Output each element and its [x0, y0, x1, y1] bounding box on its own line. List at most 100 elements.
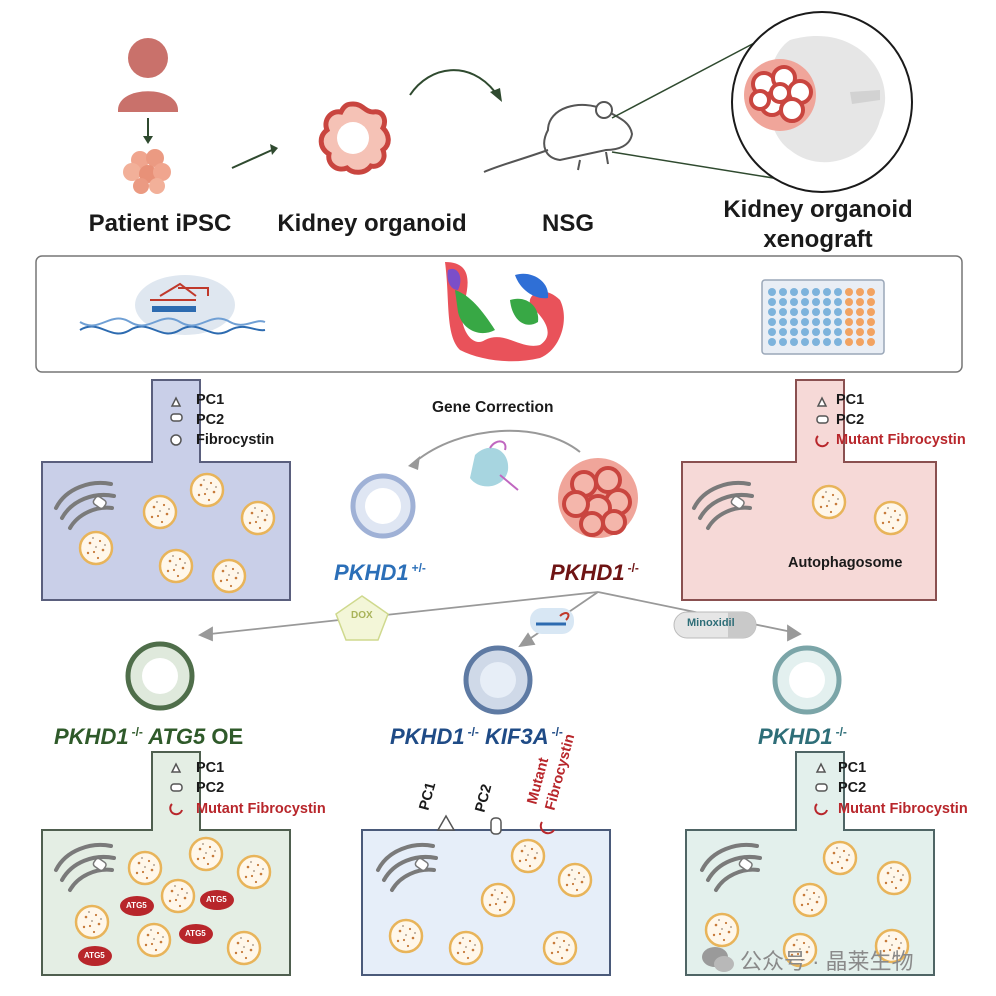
- well: [779, 298, 787, 306]
- label-pkhd1-ko: PKHD1-/-: [550, 560, 639, 585]
- well: [856, 288, 864, 296]
- label-pkhd1-kif3a: PKHD1-/- KIF3A-/-: [390, 724, 563, 749]
- ipsc-cluster-icon: [123, 149, 171, 194]
- well: [779, 318, 787, 326]
- well: [801, 338, 809, 346]
- well: [801, 298, 809, 306]
- arrow-icon: [231, 144, 278, 169]
- watermark: 公众号 · 晶莱生物: [740, 949, 914, 974]
- sirna-icon: [530, 608, 574, 634]
- xenograft-organoid-icon: [744, 59, 816, 131]
- well: [768, 338, 776, 346]
- label-kidney-organoid: Kidney organoid: [277, 210, 467, 237]
- well: [768, 288, 776, 296]
- well: [834, 298, 842, 306]
- label-xenograft-line1: Kidney organoid: [723, 196, 913, 223]
- well: [834, 318, 842, 326]
- well: [867, 288, 875, 296]
- curved-arrow-icon: [409, 69, 502, 102]
- well: [812, 318, 820, 326]
- well: [845, 338, 853, 346]
- well: [768, 308, 776, 316]
- organoid-atg5-icon: [125, 641, 195, 711]
- well: [790, 338, 798, 346]
- label-fibrocystin: Fibrocystin: [196, 432, 275, 448]
- well: [867, 338, 875, 346]
- label-pc2: PC2: [196, 412, 225, 428]
- well: [845, 308, 853, 316]
- label-atg5: ATG5: [126, 901, 147, 910]
- well: [823, 338, 831, 346]
- well: [834, 338, 842, 346]
- label-pkhd1-minoxidil: PKHD1-/-: [758, 724, 847, 749]
- label-mutant-fibrocystin: Mutant Fibrocystin: [838, 801, 968, 817]
- well: [779, 288, 787, 296]
- well: [823, 308, 831, 316]
- kidney-organoid-icon: [318, 101, 391, 175]
- label-minoxidil: Minoxidil: [687, 617, 735, 629]
- well: [801, 328, 809, 336]
- organoid-kif3a-icon: [463, 645, 533, 715]
- receptor-markers-right: [815, 396, 829, 448]
- zoom-line: [611, 151, 799, 183]
- xenograft-zoom-circle: [731, 11, 913, 193]
- well: [768, 298, 776, 306]
- receptor-markers-left: [170, 396, 183, 446]
- well: [823, 298, 831, 306]
- well: [834, 308, 842, 316]
- label-patient-ipsc: Patient iPSC: [88, 210, 232, 237]
- well: [823, 318, 831, 326]
- zoom-line: [611, 39, 761, 119]
- label-gene-correction: Gene Correction: [432, 399, 554, 416]
- organoid-het-icon: [350, 473, 416, 539]
- well: [856, 328, 864, 336]
- well: [867, 298, 875, 306]
- label-dox: DOX: [351, 610, 373, 621]
- well: [845, 328, 853, 336]
- well: [812, 308, 820, 316]
- atg5-markers: [78, 890, 234, 966]
- label-atg5: ATG5: [84, 951, 105, 960]
- label-autophagosome: Autophagosome: [788, 555, 903, 571]
- well: [845, 288, 853, 296]
- well: [790, 318, 798, 326]
- organoid-ko-icon: [558, 458, 638, 538]
- receptor-markers-bottom-right: [814, 762, 828, 816]
- well: [812, 288, 820, 296]
- label-mutant-fibrocystin: Mutant Fibrocystin: [196, 801, 326, 817]
- well: [812, 328, 820, 336]
- well: [856, 298, 864, 306]
- label-xenograft-line2: xenograft: [763, 226, 873, 253]
- well: [790, 308, 798, 316]
- label-pkhd1-het: PKHD1+/-: [334, 560, 426, 585]
- label-pc1: PC1: [836, 392, 865, 408]
- well: [779, 328, 787, 336]
- well: [801, 318, 809, 326]
- well: [845, 298, 853, 306]
- methods-panel: [35, 255, 963, 373]
- well: [856, 308, 864, 316]
- well: [834, 288, 842, 296]
- label-nsg: NSG: [541, 210, 594, 237]
- well: [790, 328, 798, 336]
- dox-pentagon-icon: [335, 595, 389, 641]
- well: [867, 318, 875, 326]
- well: [812, 338, 820, 346]
- label-pkhd1-atg5: PKHD1-/- ATG5 OE: [54, 724, 244, 749]
- well: [790, 298, 798, 306]
- well: [867, 308, 875, 316]
- well: [779, 308, 787, 316]
- well: [812, 298, 820, 306]
- umap-plot-icon: [445, 262, 564, 362]
- down-arrow-icon: [143, 118, 153, 144]
- cas9-icon: [470, 440, 519, 491]
- label-atg5: ATG5: [206, 895, 227, 904]
- well: [834, 328, 842, 336]
- well: [779, 338, 787, 346]
- receptor-markers-bottom-mid: [436, 814, 555, 835]
- cell-right: [681, 379, 937, 601]
- receptor-markers-bottom-left: [169, 762, 183, 816]
- minoxidil-pill-icon: [673, 611, 757, 639]
- well: [768, 328, 776, 336]
